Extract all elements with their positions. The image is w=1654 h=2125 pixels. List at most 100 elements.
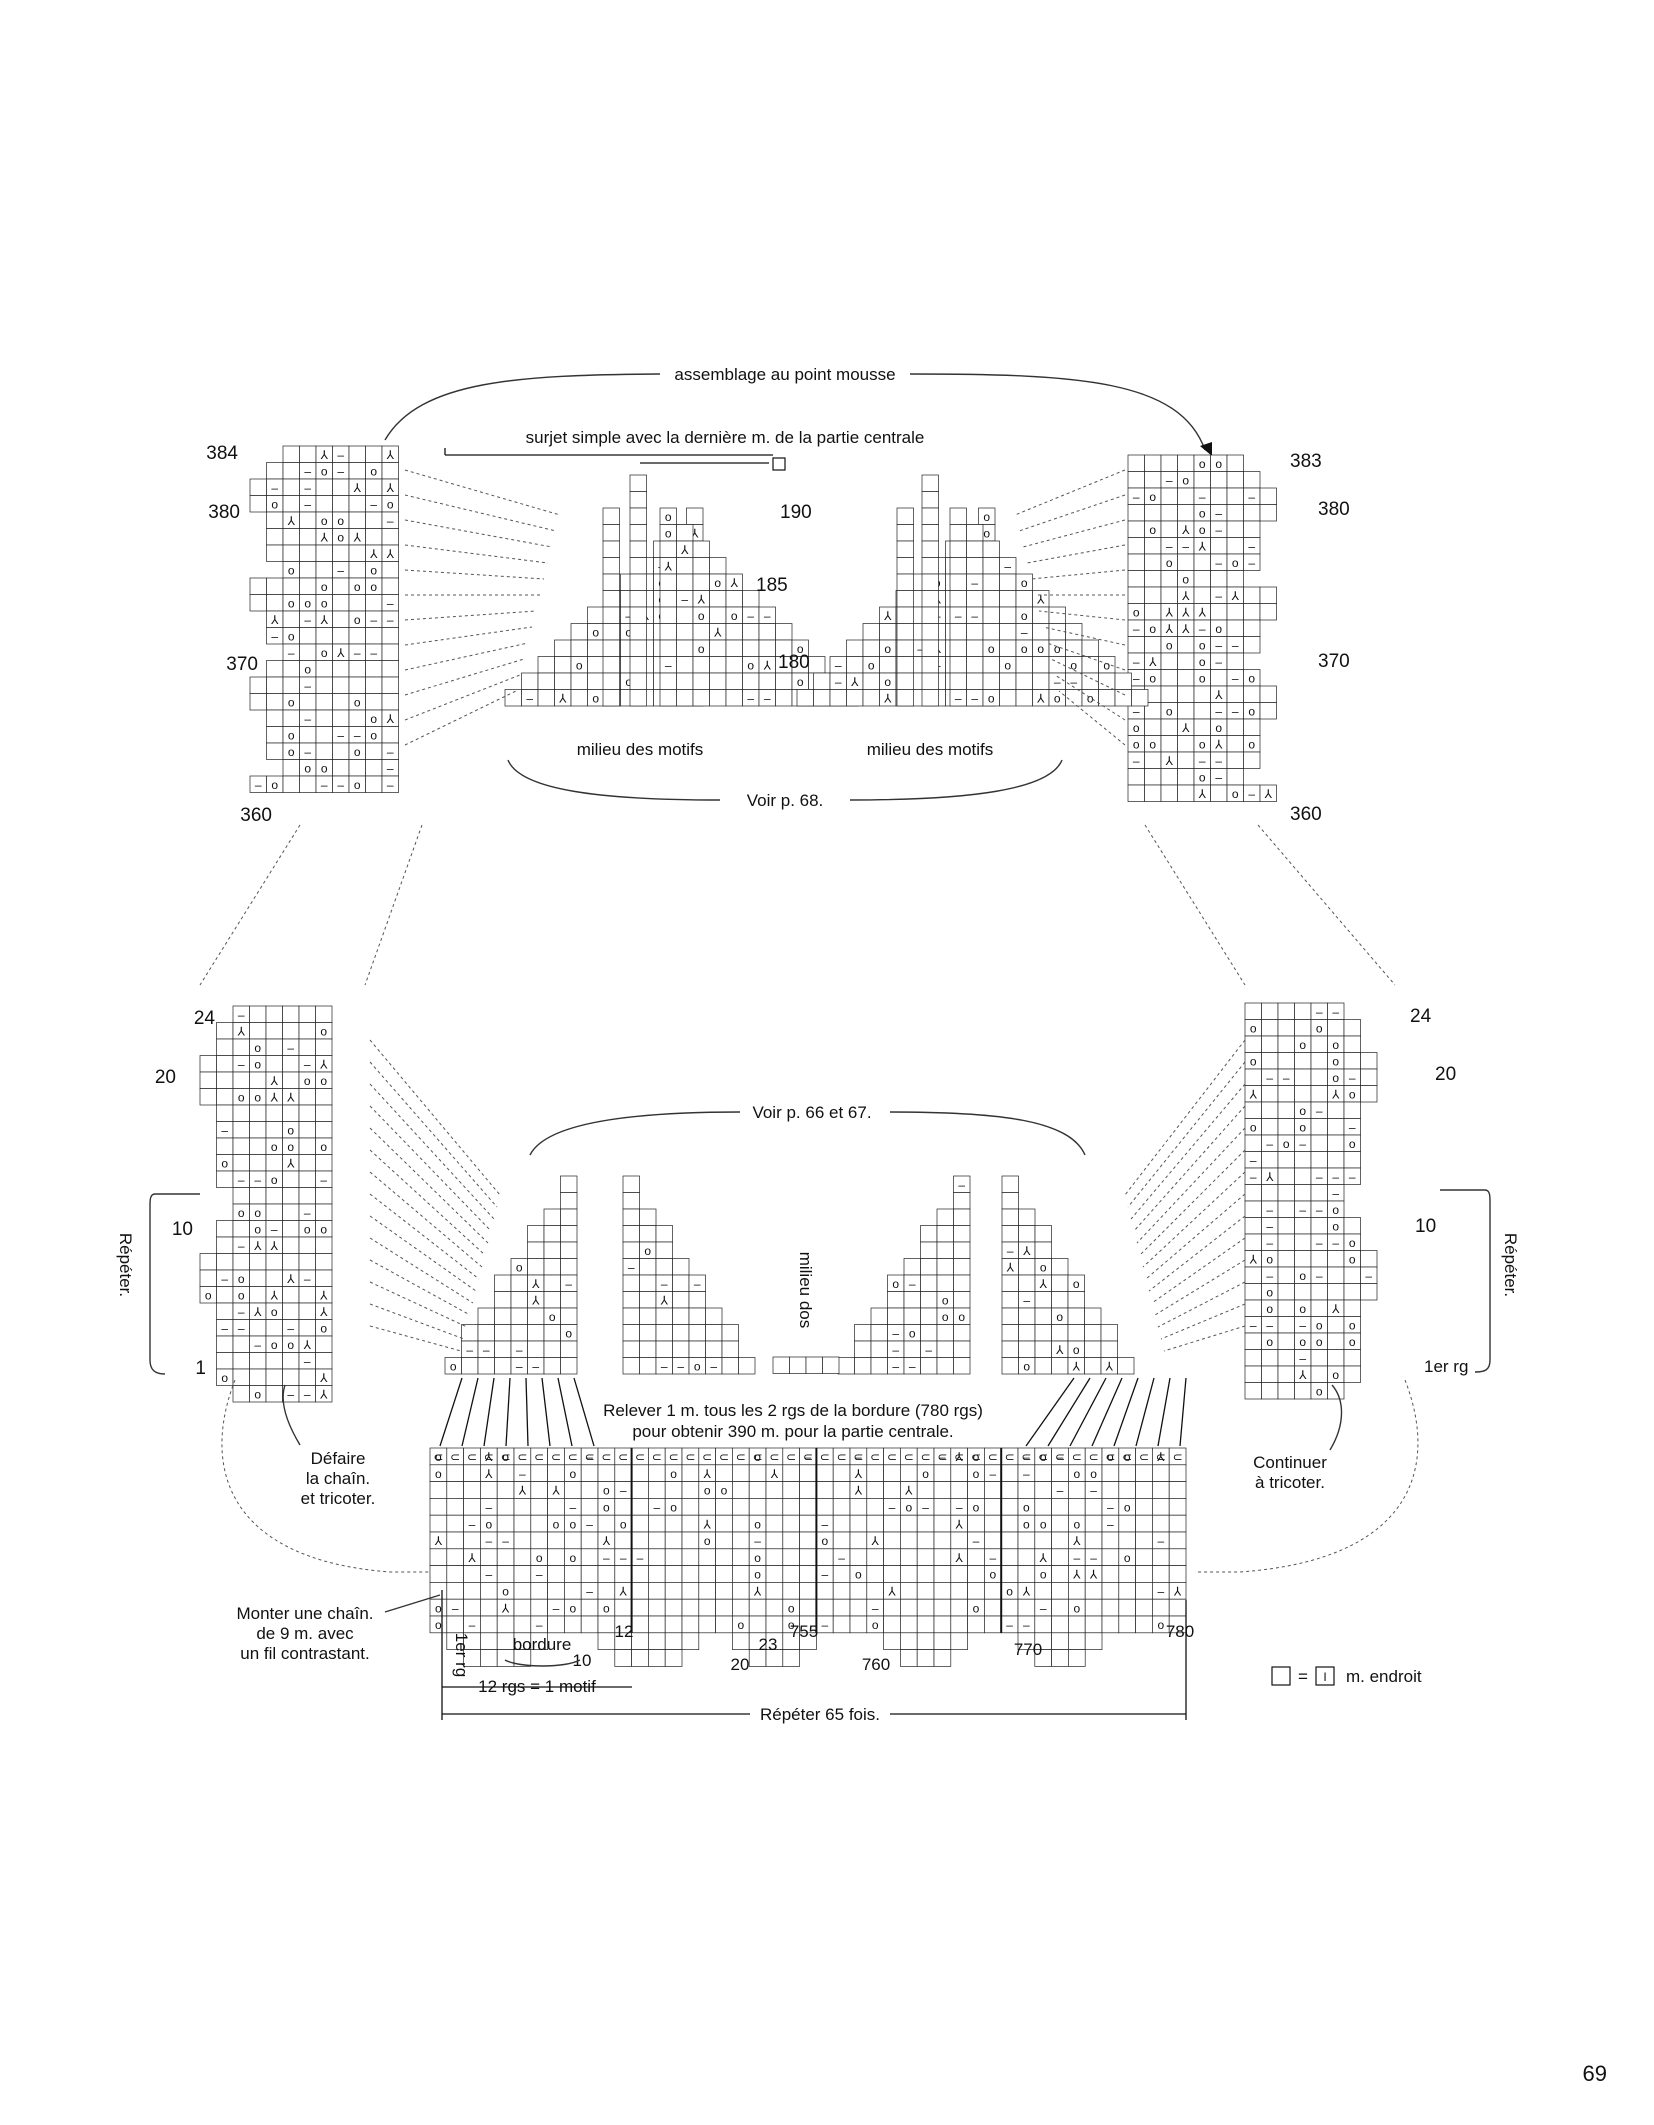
- chart-cell: [1160, 718, 1178, 736]
- chart-cell: [1001, 1274, 1019, 1292]
- chart-cell: [560, 1225, 578, 1243]
- scallop-row-2: [732, 1632, 817, 1650]
- chart-cell: [1177, 669, 1195, 687]
- chart-cell: [480, 1582, 498, 1600]
- leader-line: [369, 1259, 471, 1316]
- chart-cell: [967, 1565, 985, 1583]
- chart-cell: [348, 759, 366, 777]
- chart-cell: [1310, 1365, 1328, 1383]
- stitch-symbol: –: [287, 1387, 294, 1401]
- stitch-symbol: o: [942, 1293, 949, 1307]
- chart-cell: [1310, 1068, 1328, 1086]
- stitch-symbol: –: [681, 592, 688, 606]
- chart-cell: [282, 1253, 300, 1271]
- row-label-10-left: 10: [172, 1219, 193, 1240]
- stitch-symbol: o: [1299, 1104, 1306, 1118]
- chart-cell: [953, 1225, 971, 1243]
- chart-cell: [715, 1464, 733, 1482]
- pickup-arrow: [461, 1377, 479, 1447]
- chart-cell: [494, 1324, 512, 1342]
- stitch-symbol: –: [1215, 655, 1222, 669]
- chart-cell: [564, 1565, 582, 1583]
- chart-cell: [602, 639, 620, 657]
- chart-cell: [560, 1258, 578, 1276]
- stitch-symbol: ⅄: [434, 1534, 443, 1548]
- stitch-symbol: o: [973, 1450, 980, 1464]
- chart-cell: [896, 623, 914, 641]
- stitch-symbol: –: [1349, 1120, 1356, 1134]
- stitch-symbol: o: [1133, 737, 1140, 751]
- row-label-185: 185: [756, 575, 788, 596]
- chart-cell: [1360, 1250, 1378, 1268]
- chart-cell: [1210, 784, 1228, 802]
- relever-line2: pour obtenir 390 m. pour la partie centr…: [632, 1422, 953, 1441]
- stitch-symbol: o: [942, 1310, 949, 1324]
- chart-cell: [1034, 1241, 1052, 1259]
- chart-cell: [348, 511, 366, 529]
- chart-cell: [849, 1615, 868, 1634]
- chart-cell: [1310, 1085, 1328, 1103]
- chart-cell: [896, 606, 914, 624]
- chart-cell: [265, 1319, 283, 1337]
- chart-cell: [265, 1203, 283, 1221]
- premier-rg-bottom: 1er rg: [452, 1633, 471, 1677]
- chart-cell: [648, 1649, 666, 1667]
- stitch-symbol: –: [1157, 1585, 1164, 1599]
- leader-line: [1139, 1149, 1246, 1256]
- chart-cell: [496, 1481, 515, 1499]
- scallop-tip-4: [1034, 1649, 1086, 1667]
- row-label-383: 383: [1290, 451, 1322, 472]
- stitch-symbol: ⅄: [1072, 1534, 1081, 1548]
- chart-cell: [315, 1187, 333, 1205]
- chart-cell: [1048, 606, 1066, 624]
- chart-cell: [1152, 1464, 1170, 1482]
- chart-cell: [1168, 1498, 1187, 1516]
- stitch-symbol: ⅄: [955, 1450, 964, 1464]
- chart-cell: [1243, 636, 1261, 654]
- stitch-symbol: o: [1149, 490, 1156, 504]
- chart-cell: [854, 1324, 872, 1342]
- chart-cell: [315, 1335, 333, 1353]
- stitch-symbol: o: [1199, 671, 1206, 685]
- chart-cell: [1327, 1134, 1345, 1152]
- chart-cell: [597, 1582, 616, 1600]
- defaire-line2: la chaîn.: [306, 1469, 370, 1488]
- chart-cell: [1310, 1134, 1328, 1152]
- chart-cell: [513, 1531, 532, 1550]
- chart-cell: [622, 1324, 640, 1342]
- leader-line: [1142, 1171, 1246, 1268]
- chart-cell: [1068, 1498, 1086, 1516]
- stitch-symbol: o: [1166, 638, 1173, 652]
- row-label-bottom-780: 780: [1166, 1622, 1194, 1641]
- chart-cell: [883, 1531, 901, 1550]
- chart-cell: [664, 1598, 683, 1617]
- stitch-symbol: o: [731, 609, 738, 623]
- chart-cell: [266, 462, 284, 480]
- chart-cell: [216, 1170, 234, 1188]
- chart-cell: [1177, 504, 1195, 522]
- legend-knit-cell-icon: [1315, 1666, 1335, 1686]
- stitch-symbol: o: [304, 596, 311, 610]
- stitch-symbol: ⅄: [1148, 655, 1157, 669]
- stitch-symbol: –: [1133, 622, 1140, 636]
- leader-line: [369, 1325, 462, 1352]
- chart-cell: [1343, 1101, 1361, 1119]
- chart-cell: [648, 1598, 666, 1617]
- leader-line: [404, 690, 517, 746]
- stitch-symbol: ⅄: [1039, 1551, 1048, 1565]
- stitch-symbol: –: [1133, 655, 1140, 669]
- chart-cell: [655, 1225, 673, 1243]
- chart-cell: [348, 544, 366, 562]
- chart-cell: [381, 775, 399, 793]
- chart-cell: [1294, 1002, 1312, 1020]
- pickup-symbol: ⊂: [433, 1450, 443, 1464]
- stitch-symbol: –: [337, 778, 344, 792]
- chart-cell: [1343, 1035, 1361, 1053]
- chart-cell: [688, 1340, 706, 1358]
- chart-cell: [365, 775, 383, 793]
- chart-cell: [1243, 619, 1261, 637]
- chart-cell: [799, 1481, 817, 1499]
- motif-label: 12 rgs = 1 motif: [478, 1677, 596, 1696]
- chart-cell: [510, 1307, 528, 1325]
